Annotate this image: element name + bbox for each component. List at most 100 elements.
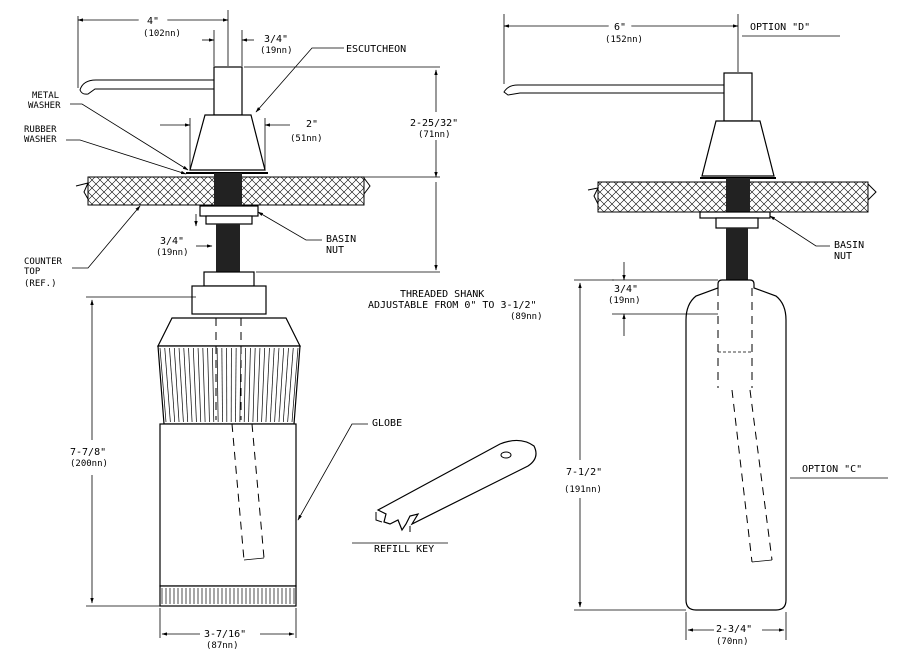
rib-line [235, 347, 237, 423]
rib-line [269, 347, 275, 423]
right-counter-break-right [867, 183, 877, 201]
refill-key-shape [376, 439, 537, 532]
rib-line [159, 347, 167, 423]
rib-line [211, 347, 215, 423]
right-dip-tube-upper [717, 288, 753, 388]
left-cap-top [203, 271, 255, 287]
option-d-label: OPTION "D" [750, 22, 810, 33]
left-globe-height-dim-label: 7-7/8" [70, 447, 106, 458]
left-nut-gap-dim-label: 3/4" [160, 236, 184, 247]
rib-line [207, 347, 210, 423]
threaded-shank-label-3: (89nn) [510, 312, 543, 322]
left-escutcheon-dim-label: 2" [306, 119, 318, 130]
right-width-dim-label: 2-3/4" [716, 624, 752, 635]
left-shank-dim-mm: (19nn) [260, 46, 293, 56]
left-basin-nut-label-2: NUT [326, 245, 344, 256]
right-width-dim-mm: (70nn) [716, 637, 749, 647]
rib-line [256, 347, 261, 423]
rib-line [274, 347, 280, 423]
left-ribs [159, 347, 299, 423]
left-shank-dim-label: 3/4" [264, 34, 288, 45]
right-height-dim-mm: (191nn) [564, 485, 602, 495]
right-basin-nut-lower [715, 217, 759, 229]
right-bottle [685, 279, 787, 611]
threaded-shank-label-2: ADJUSTABLE FROM 0" TO 3-1/2" [368, 300, 537, 311]
right-basin-nut [699, 211, 771, 219]
right-dip-tube-lower [731, 389, 773, 563]
rib-line [192, 347, 197, 423]
left-escutcheon-dim-mm: (51nn) [290, 134, 323, 144]
label-counter-top-2: TOP [24, 267, 41, 277]
right-thread-lower [726, 228, 748, 280]
left-dip-tube-end [243, 557, 265, 561]
left-escutcheon [189, 114, 266, 171]
right-basin-nut-label-2: NUT [834, 251, 852, 262]
label-globe: GLOBE [372, 418, 402, 429]
left-spout [79, 79, 214, 95]
refill-key-edge [375, 512, 411, 532]
left-height-dim-label: 2-25/32" [410, 118, 458, 129]
label-metal-washer-2: WASHER [28, 101, 61, 111]
left-globe [159, 423, 297, 587]
rib-line [248, 347, 251, 423]
svg-text:000: 000 [611, 22, 629, 33]
left-base-ribs [161, 588, 295, 604]
left-dip-tube-lower [231, 423, 265, 561]
left-nut-gap-dim-mm: (19nn) [156, 248, 189, 258]
rib-line [261, 347, 266, 423]
left-basin-nut [199, 205, 259, 217]
right-spout [503, 84, 724, 96]
rib-line [188, 347, 193, 423]
left-basin-nut-label-1: BASIN [326, 234, 356, 245]
left-globe-height-dim-mm: (200nn) [70, 459, 108, 469]
rib-line [252, 347, 256, 423]
rib-line [164, 347, 171, 423]
rib-line [202, 347, 206, 423]
label-metal-washer-1: METAL [32, 91, 59, 101]
rib-line [216, 347, 219, 423]
rib-line [183, 347, 189, 423]
threaded-shank-label-1: THREADED SHANK [400, 289, 484, 300]
left-counter-break [75, 182, 89, 200]
rib-line [173, 347, 180, 423]
right-basin-nut-label-1: BASIN [834, 240, 864, 251]
rib-line [282, 347, 289, 423]
right-height-dim-label: 7-1/2" [566, 467, 602, 478]
left-dispenser: 0000 4" (102nn) 3/4" (19nn) ESCUTCHEON M… [24, 10, 543, 651]
left-dip-tube-upper [215, 318, 242, 420]
right-dispenser: 000 6" (152nn) OPTION "D" BASIN NUT 3/4"… [503, 14, 888, 647]
label-refill-key: REFILL KEY [374, 544, 434, 555]
left-shank-tube [213, 66, 243, 116]
right-escutcheon [701, 120, 775, 177]
left-cap [191, 285, 267, 315]
right-gap-dim-label: 3/4" [614, 284, 638, 295]
right-counter-break [587, 187, 599, 205]
label-rubber-washer-2: WASHER [24, 135, 57, 145]
left-spout-dim-mm: (102nn) [143, 29, 181, 39]
rib-line [243, 347, 247, 423]
rib-line [221, 347, 223, 423]
right-spout-dim-label: 6" [614, 22, 626, 33]
left-thread-lower [216, 224, 240, 272]
rib-line [287, 347, 294, 423]
label-counter-top-3: (REF.) [24, 279, 57, 289]
left-basin-nut-lower [205, 215, 253, 225]
left-height-dim-mm: (71nn) [418, 130, 451, 140]
left-spout-dim-label: 4" [147, 16, 159, 27]
rib-line [169, 347, 176, 423]
right-gap-dim-mm: (19nn) [608, 296, 641, 306]
rib-line [265, 347, 270, 423]
option-c-label: OPTION "C" [802, 464, 862, 475]
label-counter-top-1: COUNTER [24, 257, 63, 267]
rib-line [278, 347, 285, 423]
rib-line [291, 347, 299, 423]
label-rubber-washer-1: RUBBER [24, 125, 57, 135]
rib-line [178, 347, 184, 423]
right-shank-tube [723, 72, 753, 122]
rib-line [197, 347, 202, 423]
left-neck [157, 317, 301, 347]
left-globe-width-dim-mm: (87nn) [206, 641, 239, 651]
refill-key-hole [500, 451, 512, 459]
